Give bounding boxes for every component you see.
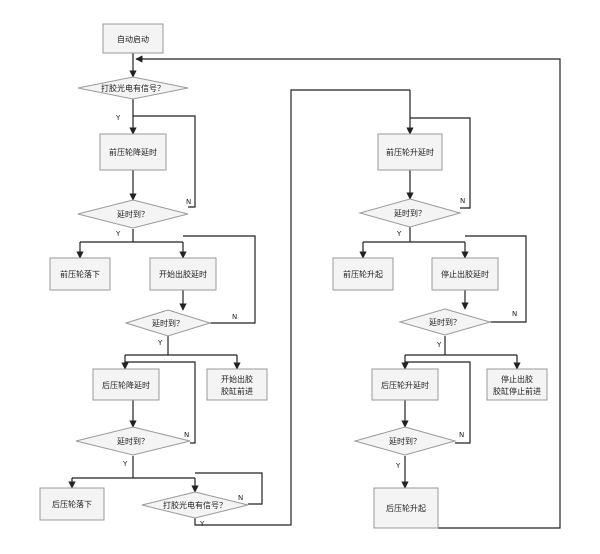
- yes-marker-delay3: Y: [122, 460, 128, 468]
- node-rear-up: [373, 487, 439, 529]
- yes-marker-signal2: Y: [199, 520, 205, 528]
- edge-r-loop-delay3-no: [405, 361, 471, 444]
- label-stop-glue-line2: 胶缸停止前进: [493, 386, 541, 396]
- node-r-decision-delay1: [358, 198, 462, 228]
- label-decision-delay2: 延时到？: [152, 318, 184, 328]
- label-front-up: 前压轮升起: [343, 269, 383, 279]
- label-r-decision-delay3: 延时到？: [389, 436, 421, 446]
- label-rear-down-delay: 后压轮降延时: [102, 380, 150, 390]
- node-r-decision-delay3: [353, 426, 457, 456]
- label-start-glue-line2: 胶缸前进: [221, 386, 253, 396]
- edge-left-to-right: [194, 89, 410, 526]
- label-stop-glue-line1: 停止出胶: [501, 374, 533, 384]
- no-marker-r-delay2: N: [512, 310, 517, 318]
- no-marker-delay1: N: [186, 198, 191, 206]
- edge-r-loop-delay1-no: [410, 117, 471, 209]
- no-marker-r-delay1: N: [460, 197, 465, 205]
- yes-marker-r-delay3: Y: [395, 462, 401, 470]
- node-front-up-delay: [377, 133, 443, 171]
- label-r-decision-delay1: 延时到？: [394, 208, 426, 218]
- yes-marker-delay1: Y: [115, 230, 121, 238]
- node-rear-down-delay: [92, 368, 160, 401]
- label-rear-down: 后压轮落下: [52, 499, 92, 509]
- node-stop-glue-delay: [431, 257, 499, 291]
- node-start: [102, 23, 164, 54]
- yes-marker-r-delay1: Y: [396, 230, 402, 238]
- no-marker-r-delay3: N: [459, 431, 464, 439]
- edge-loop-signal2: [195, 472, 263, 505]
- label-start: 自动启动: [117, 34, 149, 44]
- node-decision-delay2: [124, 309, 212, 337]
- node-front-down: [49, 257, 111, 291]
- yes-marker-delay2: Y: [157, 339, 163, 347]
- label-front-down-delay: 前压轮降延时: [109, 147, 157, 157]
- edge-loop-delay2-no: [183, 235, 256, 324]
- label-stop-glue-delay: 停止出胶延时: [441, 269, 489, 279]
- label-start-glue-delay: 开始出胶延时: [159, 269, 207, 279]
- yes-marker-signal: Y: [115, 114, 121, 122]
- node-front-down-delay: [99, 133, 167, 171]
- node-decision-delay1: [77, 199, 189, 229]
- node-start-glue: [206, 368, 268, 401]
- edge-loop-delay3-no: [125, 361, 196, 444]
- no-marker-signal2: N: [238, 494, 243, 502]
- label-r-decision-delay2: 延时到？: [429, 317, 461, 327]
- yes-marker-r-delay2: Y: [436, 341, 442, 349]
- label-front-down: 前压轮落下: [60, 269, 100, 279]
- label-decision-delay1: 延时到？: [117, 209, 149, 219]
- node-decision-delay3: [75, 426, 191, 456]
- edge-loop-delay1-no: [133, 115, 196, 208]
- edge-return-loop: [135, 55, 561, 529]
- label-start-glue-line1: 开始出胶: [221, 374, 253, 384]
- connectors: [68, 53, 561, 529]
- node-decision-signal2: [141, 491, 249, 519]
- node-rear-up-delay: [371, 368, 439, 401]
- label-decision-delay3: 延时到？: [117, 436, 149, 446]
- no-marker-delay2: N: [232, 313, 237, 321]
- label-decision-signal2: 打胶光电有信号？: [163, 500, 227, 510]
- label-rear-up: 后压轮升起: [386, 503, 426, 513]
- node-stop-glue: [486, 368, 548, 401]
- node-decision-signal: [77, 76, 189, 100]
- label-front-up-delay: 前压轮升延时: [386, 147, 434, 157]
- label-decision-signal: 打胶光电有信号？: [101, 83, 165, 93]
- label-rear-up-delay: 后压轮升延时: [381, 380, 429, 390]
- node-rear-down: [39, 487, 105, 521]
- edge-r-loop-delay2-no: [465, 235, 527, 323]
- node-start-glue-delay: [149, 257, 217, 291]
- node-r-decision-delay2: [398, 308, 492, 336]
- no-marker-delay3: N: [184, 431, 189, 439]
- node-front-up: [332, 257, 394, 291]
